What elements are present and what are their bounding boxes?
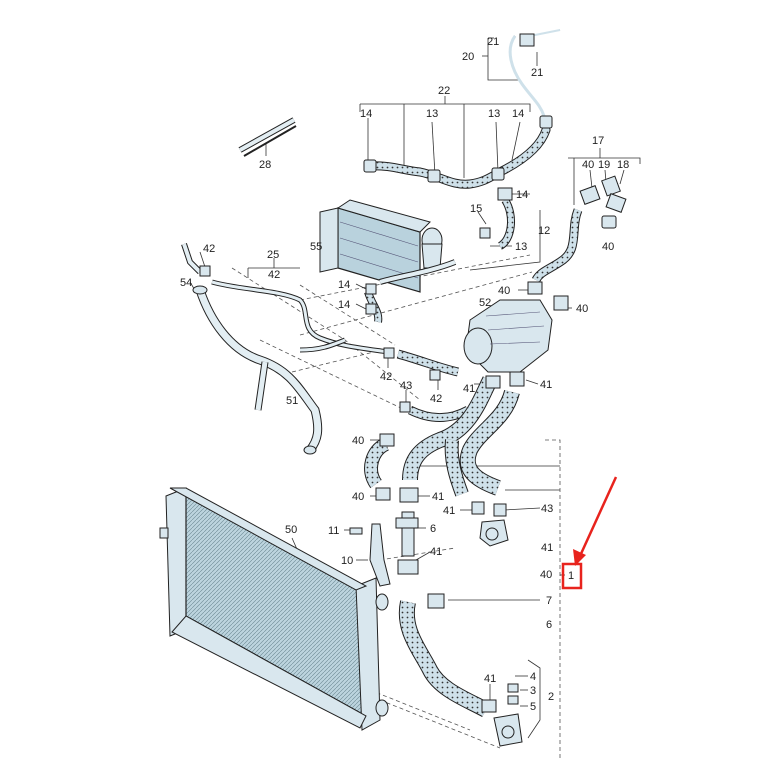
callout-41: 41 — [443, 505, 455, 517]
callout-15: 15 — [470, 203, 482, 215]
callout-6: 6 — [546, 619, 552, 631]
callout-7: 7 — [546, 595, 552, 607]
callout-20: 20 — [462, 51, 474, 63]
callout-6: 6 — [430, 523, 436, 535]
part-54-fitting — [181, 243, 211, 277]
callout-40: 40 — [540, 569, 552, 581]
callout-5: 5 — [530, 701, 536, 713]
callout-40: 40 — [498, 285, 510, 297]
callout-40: 40 — [582, 159, 594, 171]
part-10-bracket — [349, 523, 391, 587]
callout-19: 19 — [598, 159, 610, 171]
callout-42: 42 — [268, 269, 280, 281]
highlight-box — [561, 562, 583, 590]
callout-14: 14 — [512, 108, 524, 120]
reference-lines — [231, 254, 561, 760]
callout-14: 14 — [516, 189, 528, 201]
callout-labels: 21 20 21 22 14 13 13 14 17 40 19 18 28 1… — [180, 36, 629, 713]
callout-12: 12 — [538, 225, 550, 237]
callout-22: 22 — [438, 85, 450, 97]
callout-17: 17 — [592, 135, 604, 147]
callout-41: 41 — [484, 673, 496, 685]
parts — [159, 29, 627, 747]
callout-14: 14 — [360, 108, 372, 120]
callout-41: 41 — [540, 379, 552, 391]
callout-14: 14 — [338, 299, 350, 311]
callout-41: 41 — [541, 542, 553, 554]
callout-1-highlighted: 1 — [568, 570, 574, 582]
callout-41: 41 — [430, 546, 442, 558]
callout-43: 43 — [400, 380, 412, 392]
callout-11: 11 — [328, 525, 339, 537]
callout-40: 40 — [352, 491, 364, 503]
part-41-housing — [479, 519, 509, 547]
callout-42: 42 — [380, 371, 392, 383]
callout-13: 13 — [426, 108, 438, 120]
callout-41: 41 — [463, 383, 475, 395]
part-6-t-piece — [395, 511, 419, 557]
highlight-arrow-head — [573, 549, 586, 566]
part-28-holder — [238, 117, 297, 157]
callout-25: 25 — [267, 249, 279, 261]
callout-21: 21 — [487, 36, 499, 48]
callout-13: 13 — [488, 108, 500, 120]
highlight-annotation — [561, 476, 618, 590]
part-51-pipe — [192, 285, 323, 455]
callout-41: 41 — [432, 491, 444, 503]
callout-51: 51 — [286, 395, 298, 407]
highlight-arrow — [578, 476, 618, 557]
callout-40: 40 — [576, 303, 588, 315]
callout-52: 52 — [479, 297, 491, 309]
callout-42: 42 — [203, 243, 215, 255]
part-52-pump — [463, 299, 553, 373]
callout-40: 40 — [602, 241, 614, 253]
part-2-connector — [481, 683, 523, 747]
part-55-cooler — [319, 199, 443, 293]
callout-4: 4 — [530, 671, 536, 683]
callout-28: 28 — [259, 159, 271, 171]
callout-2: 2 — [548, 691, 554, 703]
callout-43: 43 — [541, 503, 553, 515]
callout-40: 40 — [352, 435, 364, 447]
clamps — [365, 227, 569, 517]
callout-14: 14 — [338, 279, 350, 291]
callout-10: 10 — [341, 555, 353, 567]
callout-13: 13 — [515, 241, 527, 253]
callout-50: 50 — [285, 524, 297, 536]
part-21-hose-inner — [508, 35, 546, 117]
callout-54: 54 — [180, 277, 192, 289]
callout-18: 18 — [617, 159, 629, 171]
part-50-radiator — [159, 487, 389, 731]
callout-3: 3 — [530, 685, 536, 697]
callout-55: 55 — [310, 241, 322, 253]
callout-21: 21 — [531, 67, 543, 79]
callout-42: 42 — [430, 393, 442, 405]
